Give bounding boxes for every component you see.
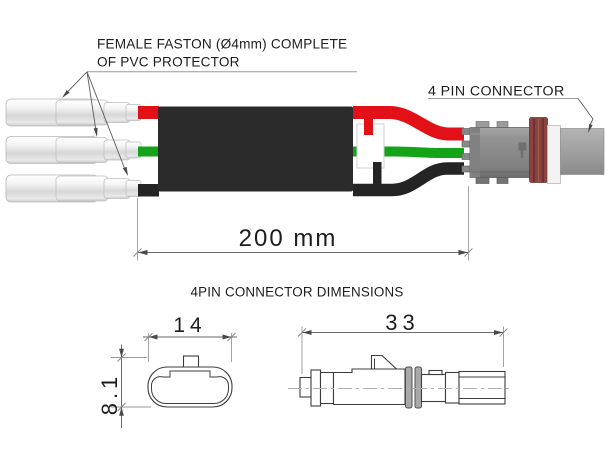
green-wire: [353, 146, 464, 158]
length-dimension: 200 mm: [133, 186, 473, 261]
bottom-tab: [496, 177, 509, 184]
side-view-neck-tab: [428, 369, 443, 376]
black-wire: [353, 162, 464, 197]
inline-white-connector: [356, 110, 385, 190]
front-view-key-tab: [182, 355, 200, 369]
side-view-mid: [444, 371, 460, 404]
faston-label-line1: FEMALE FASTON (Ø4mm) COMPLETE: [97, 37, 347, 52]
connector-leader-arrow: [577, 98, 594, 133]
black-wire-stub: [138, 184, 159, 197]
side-view-tip: [299, 376, 312, 398]
latch-bump: [475, 121, 490, 129]
faston-leader-arrows: [62, 71, 128, 176]
white-band: [547, 125, 561, 184]
side-view-flange: [310, 369, 322, 407]
black-crimp: [373, 162, 382, 190]
connector-front-plate: [470, 127, 480, 178]
red-wire-stub: [138, 106, 159, 119]
bottom-tab: [475, 177, 490, 184]
side-view-step: [319, 371, 335, 405]
latch-bump: [496, 121, 509, 129]
front-width-dimension-text: 14: [173, 314, 206, 337]
front-height-dimension-text: 8.1: [97, 373, 122, 416]
connector-rear: [560, 128, 605, 175]
side-view-oring: [414, 366, 422, 409]
front-view-outline: [147, 366, 233, 408]
connector-label: 4 PIN CONNECTOR: [428, 84, 565, 100]
side-view-latch: [370, 354, 398, 370]
black-sleeve-body: [158, 106, 353, 192]
green-wire-stub: [138, 146, 159, 157]
red-crimp: [364, 110, 373, 135]
faston-label-line2: OF PVC PROTECTOR: [97, 55, 240, 70]
dimensions-title: 4PIN CONNECTOR DIMENSIONS: [190, 285, 403, 300]
side-view-body: [332, 368, 406, 406]
side-length-dimension-text: 33: [385, 310, 419, 335]
side-view-rear: [458, 370, 506, 405]
connector-side-view: 33: [288, 310, 512, 409]
connector-front-view: 14 8.1: [97, 314, 237, 428]
faston-terminal: [5, 98, 142, 127]
faston-terminal: [5, 136, 142, 164]
body-emblem: [518, 142, 527, 151]
front-view-cavity: [150, 370, 230, 404]
faston-terminal: [5, 174, 142, 203]
side-view-neck: [420, 373, 447, 403]
red-wire: [353, 106, 464, 141]
four-pin-connector: [461, 117, 605, 184]
side-view-oring: [405, 366, 413, 409]
length-dimension-text: 200 mm: [239, 225, 338, 252]
